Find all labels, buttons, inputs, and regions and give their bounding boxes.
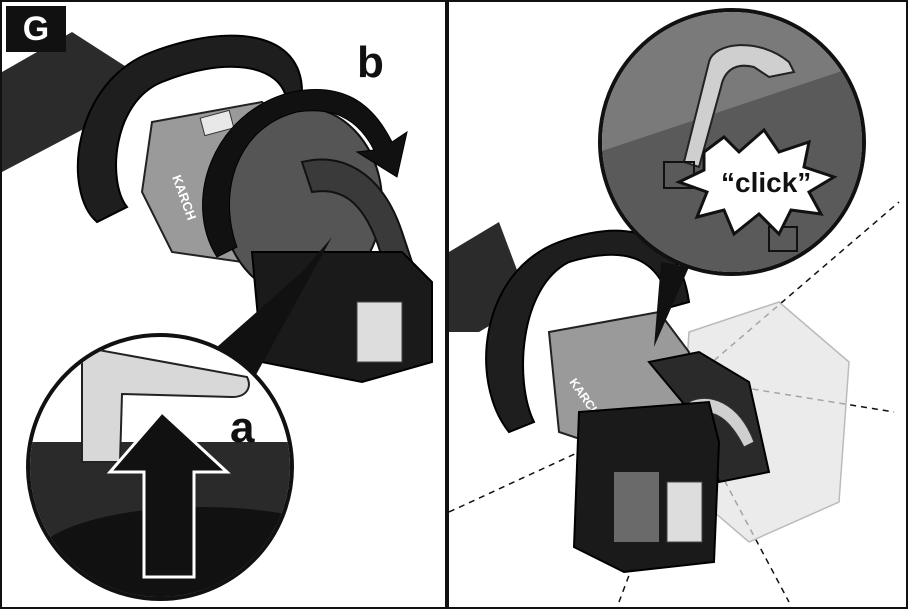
right-panel: KARCH “click” <box>449 2 906 607</box>
rotation-arrow-icon <box>202 88 408 258</box>
left-illustration: KARCH b a <box>2 32 433 601</box>
left-panel: KARCH b a <box>2 2 445 607</box>
right-illustration: KARCH “click” <box>449 8 900 603</box>
battery-label <box>666 481 703 543</box>
release-latch <box>81 345 250 463</box>
figure-badge: G <box>6 6 66 52</box>
battery-label <box>356 301 403 363</box>
hedge-blade-bar <box>2 32 142 172</box>
panel-divider <box>445 2 449 607</box>
zoom-pointer <box>654 262 689 347</box>
front-handle <box>76 34 304 224</box>
locking-lever <box>682 44 796 169</box>
front-handle <box>485 229 691 434</box>
logo-plate <box>199 109 235 137</box>
step-b-label: b <box>357 38 384 87</box>
click-callout-label: “click” <box>721 167 811 198</box>
click-burst-icon <box>675 127 838 237</box>
battery-side-panel <box>614 472 659 542</box>
push-up-arrow-icon <box>106 409 231 579</box>
step-a-label: a <box>230 403 255 452</box>
zoom-connector <box>217 237 332 382</box>
